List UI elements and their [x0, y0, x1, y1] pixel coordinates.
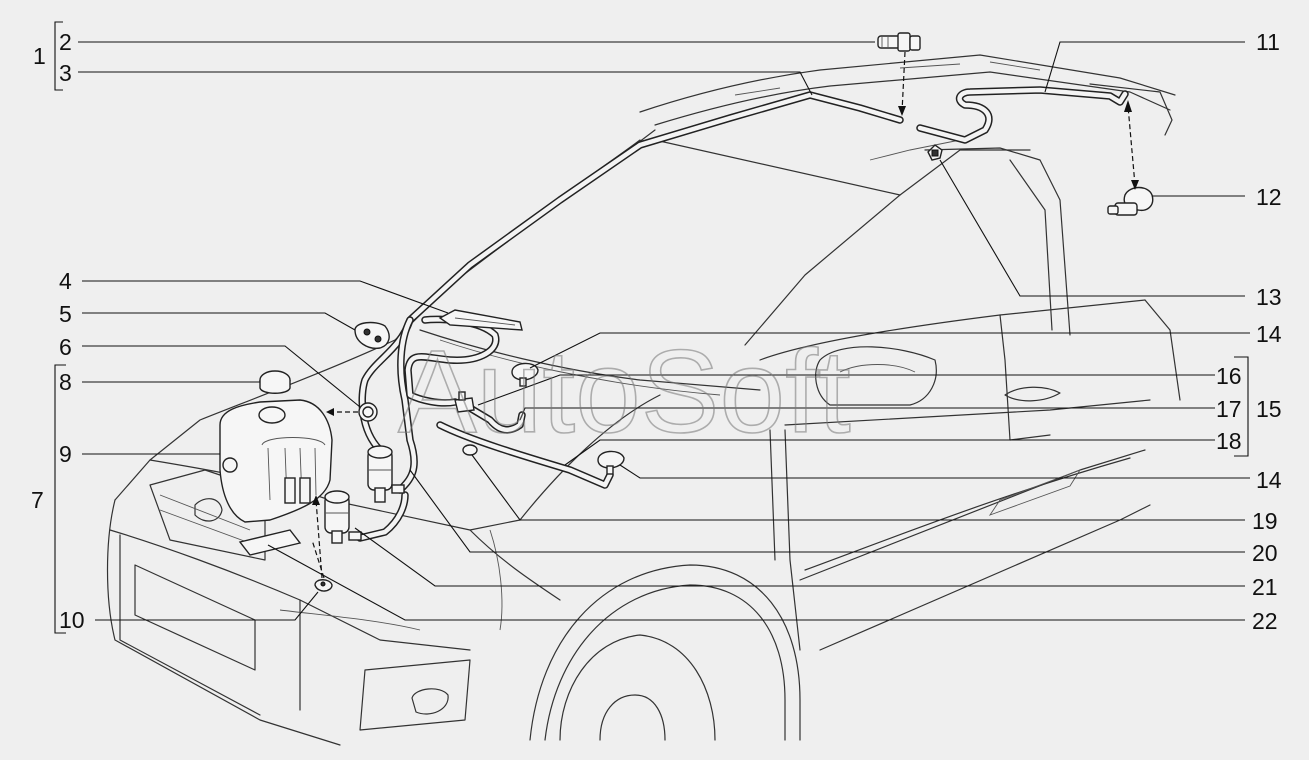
callout-15: 15	[1256, 396, 1282, 422]
callout-12: 12	[1256, 184, 1282, 210]
callout-8: 8	[59, 369, 72, 395]
callout-6: 6	[59, 334, 72, 360]
callout-13: 13	[1256, 284, 1282, 310]
callout-5: 5	[59, 301, 72, 327]
leader-lines	[54, 21, 1250, 634]
callout-10: 10	[59, 607, 85, 633]
callout-2: 2	[59, 29, 72, 55]
callout-3: 3	[59, 60, 72, 86]
callout-1: 1	[33, 43, 46, 69]
callout-labels: 1 2 3 4 5 6 7 8 9 10 11 12 13 14 16 17 1…	[31, 29, 1282, 634]
hose-clip-part-13	[927, 144, 943, 161]
grommet-part-6	[358, 402, 378, 422]
rear-washer-nozzle-part-12	[1107, 186, 1154, 216]
callout-14-top: 14	[1256, 321, 1282, 347]
label-sticker-part-22	[238, 529, 302, 556]
grommet-part-5	[354, 321, 390, 349]
callout-4: 4	[59, 268, 72, 294]
callout-7: 7	[31, 487, 44, 513]
washer-pump-part-20	[367, 445, 405, 503]
wiper-blade-part-4	[438, 309, 523, 331]
washer-nozzle-part-14-right	[597, 450, 625, 475]
assembly-arrows	[311, 51, 1139, 579]
grommet-part-19	[462, 444, 478, 456]
callout-9: 9	[59, 441, 72, 467]
callout-16: 16	[1216, 363, 1242, 389]
callout-22: 22	[1252, 608, 1278, 634]
callout-18: 18	[1216, 428, 1242, 454]
connector-part-2	[877, 32, 921, 52]
watermark-text: AutoSoft	[398, 326, 851, 458]
callout-11: 11	[1256, 29, 1280, 55]
washer-pump-part-21	[324, 490, 362, 544]
reservoir-cap-part-8	[259, 370, 291, 394]
tee-connector-part-17	[454, 391, 475, 413]
callout-20: 20	[1252, 540, 1278, 566]
washer-reservoir-part-9	[219, 399, 333, 523]
callout-21: 21	[1252, 574, 1278, 600]
fastener-part-10	[314, 579, 333, 592]
callout-19: 19	[1252, 508, 1278, 534]
callout-17: 17	[1216, 396, 1242, 422]
callout-14-bottom: 14	[1256, 467, 1282, 493]
